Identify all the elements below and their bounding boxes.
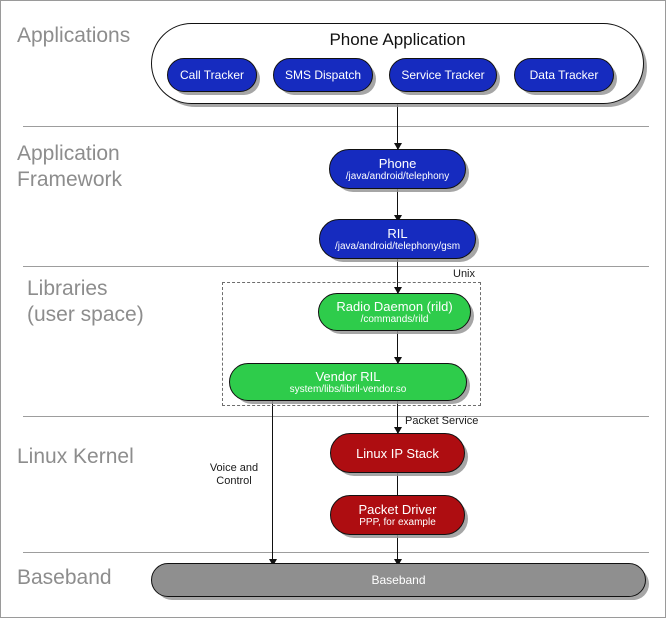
divider-applications-framework — [23, 126, 649, 127]
app-node-call-tracker[interactable]: Call Tracker — [167, 58, 257, 92]
connector-packet-driver-to-baseband — [397, 535, 398, 565]
app-node-data-tracker[interactable]: Data Tracker — [514, 58, 614, 92]
layer-label-applications: Applications — [17, 24, 131, 47]
node-packet-driver-subtitle: PPP, for example — [359, 516, 436, 528]
connector-app-to-phone — [397, 104, 398, 149]
node-linux-ip-stack[interactable]: Linux IP Stack — [330, 433, 465, 473]
arrowhead-phone-to-ril — [394, 215, 402, 222]
node-vendor-ril[interactable]: Vendor RIL system/libs/libril-vendor.so — [229, 363, 467, 401]
app-node-call-tracker-label: Call Tracker — [179, 67, 244, 82]
unix-group-label: Unix — [453, 268, 476, 280]
connector-rild-to-vendor-ril — [397, 331, 398, 363]
arrowhead-vendor-ril-to-ip-stack — [394, 427, 402, 434]
divider-framework-libraries — [23, 266, 649, 267]
node-ril[interactable]: RIL /java/android/telephony/gsm — [319, 219, 476, 259]
layer-label-baseband: Baseband — [17, 566, 112, 589]
node-vendor-ril-subtitle: system/libs/libril-vendor.so — [289, 383, 407, 395]
divider-kernel-baseband — [23, 552, 649, 553]
arrowhead-packet-driver-to-baseband — [394, 559, 402, 566]
layer-label-libraries: Libraries (user space) — [27, 277, 144, 326]
connector-vendor-ril-to-baseband — [272, 401, 273, 565]
arrowhead-rild-to-vendor-ril — [394, 357, 402, 364]
node-phone-title: Phone — [378, 155, 417, 171]
connector-ip-stack-to-packet-driver — [397, 473, 398, 503]
node-radio-daemon-subtitle: /commands/rild — [360, 313, 429, 325]
app-node-sms-dispatch-label: SMS Dispatch — [284, 67, 362, 82]
node-vendor-ril-title: Vendor RIL — [315, 368, 381, 384]
node-phone-subtitle: /java/android/telephony — [345, 170, 450, 182]
node-ril-subtitle: /java/android/telephony/gsm — [334, 240, 461, 252]
app-node-data-tracker-label: Data Tracker — [529, 67, 599, 82]
node-baseband-title: Baseband — [371, 572, 426, 587]
node-radio-daemon-title: Radio Daemon (rild) — [336, 298, 453, 314]
arrowhead-ril-to-rild — [394, 287, 402, 294]
node-ril-title: RIL — [387, 225, 408, 241]
node-baseband[interactable]: Baseband — [151, 563, 646, 597]
app-node-service-tracker[interactable]: Service Tracker — [389, 58, 497, 92]
arrowhead-app-to-phone — [394, 143, 402, 150]
layer-label-application-framework: Application Framework — [17, 142, 123, 191]
node-phone[interactable]: Phone /java/android/telephony — [329, 149, 466, 189]
unix-group — [222, 282, 481, 406]
divider-libraries-kernel — [23, 416, 649, 417]
phone-application-title: Phone Application — [329, 30, 466, 49]
node-packet-driver[interactable]: Packet Driver PPP, for example — [330, 495, 465, 535]
node-radio-daemon[interactable]: Radio Daemon (rild) /commands/rild — [318, 293, 471, 331]
connector-vendor-ril-to-ip-stack — [397, 401, 398, 433]
app-node-sms-dispatch[interactable]: SMS Dispatch — [273, 58, 373, 92]
layer-label-linux-kernel: Linux Kernel — [17, 445, 134, 468]
connector-phone-to-ril — [397, 189, 398, 221]
connector-label-voice-and-control: Voice and Control — [209, 462, 259, 487]
connector-ril-to-rild — [397, 259, 398, 293]
app-node-service-tracker-label: Service Tracker — [401, 67, 485, 82]
connector-label-packet-service: Packet Service — [405, 415, 479, 427]
node-linux-ip-stack-title: Linux IP Stack — [356, 445, 439, 461]
arrowhead-vendor-ril-to-baseband — [269, 559, 277, 566]
node-packet-driver-title: Packet Driver — [358, 501, 437, 517]
